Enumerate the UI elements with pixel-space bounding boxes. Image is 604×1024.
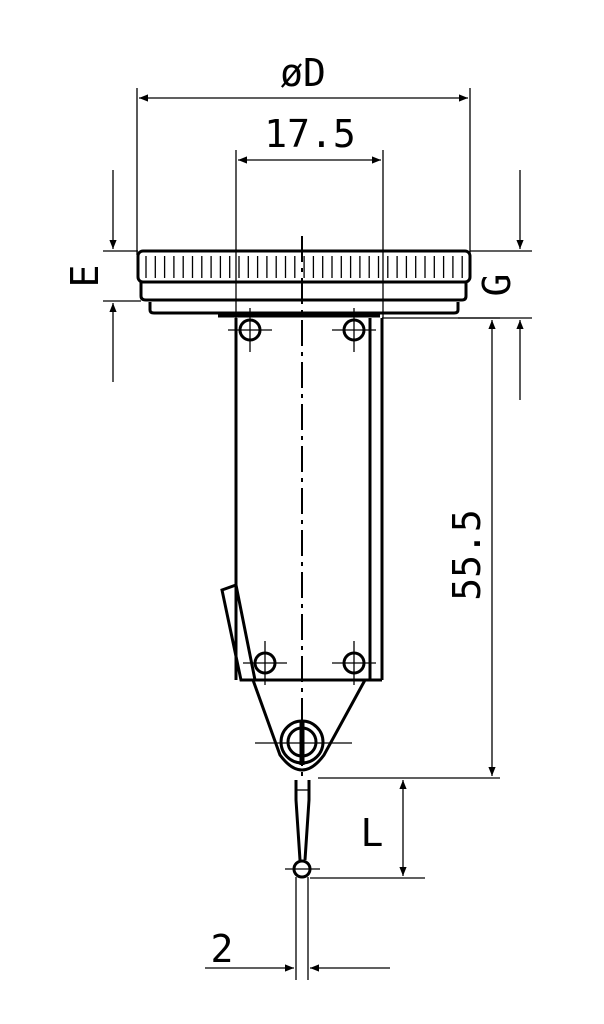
- stylus: [285, 780, 320, 980]
- dial-bezel: [136, 249, 472, 318]
- dimension-body-width: 17.5: [235, 112, 384, 318]
- screw-icon: [332, 641, 376, 685]
- dimension-E: E: [63, 170, 141, 382]
- label-ball-diameter: 2: [211, 927, 234, 971]
- label-diameter: øD: [280, 51, 326, 95]
- dimension-body-length: 55.5: [318, 317, 500, 779]
- label-G: G: [475, 274, 519, 297]
- dimension-L: L: [310, 780, 425, 879]
- knurling: [145, 256, 463, 278]
- screws: [228, 308, 376, 685]
- dimension-dial-diameter: øD: [136, 51, 471, 255]
- screw-icon: [332, 308, 376, 352]
- label-body-length: 55.5: [445, 509, 489, 601]
- indicator-body: [220, 318, 384, 772]
- pivot: [255, 719, 352, 765]
- lever: [220, 583, 257, 682]
- dimension-G: G: [458, 170, 532, 400]
- label-E: E: [63, 265, 107, 288]
- label-L: L: [361, 811, 384, 855]
- screw-icon: [243, 641, 287, 685]
- screw-icon: [228, 308, 272, 352]
- label-body-width: 17.5: [264, 112, 356, 156]
- dimension-ball-diameter: 2: [205, 927, 390, 972]
